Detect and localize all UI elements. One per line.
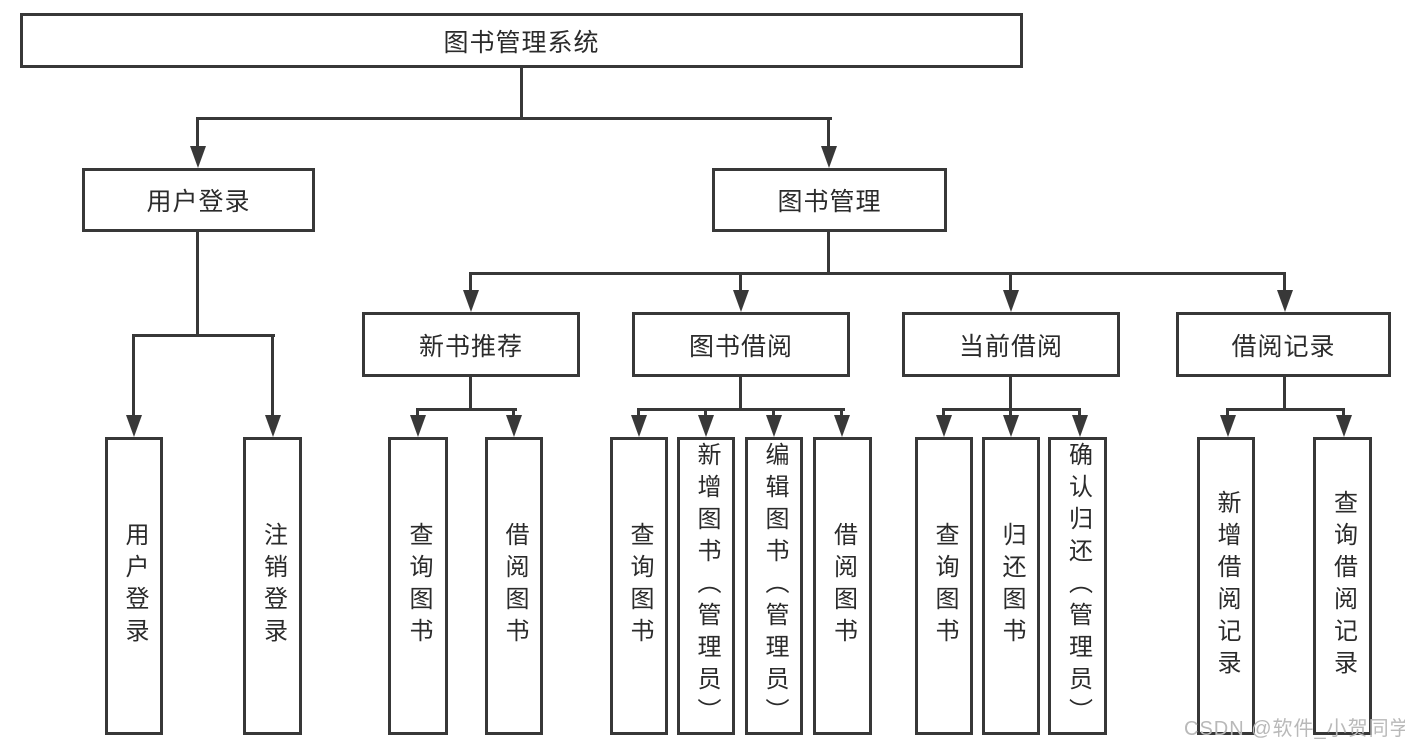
leaf-add-borrow-record: 新增借阅记录 <box>1197 437 1255 735</box>
leaf-query-books-current: 查询图书 <box>915 437 973 735</box>
connector-line <box>132 334 135 416</box>
connector-line <box>520 68 523 118</box>
node-user-login: 用户登录 <box>82 168 315 232</box>
node-library-system-label: 图书管理系统 <box>443 28 600 57</box>
node-borrowing-records-label: 借阅记录 <box>1231 332 1336 361</box>
connector-line <box>827 232 830 275</box>
leaf-borrow-books-borrow-label: 借阅图书 <box>829 522 857 650</box>
arrow-down-icon <box>631 415 647 437</box>
arrow-down-icon <box>821 146 837 168</box>
leaf-query-borrow-record-label: 查询借阅记录 <box>1329 490 1357 682</box>
connector-line <box>196 117 199 147</box>
connector-line <box>1283 272 1286 291</box>
node-current-borrowing-label: 当前借阅 <box>958 332 1063 361</box>
connector-line <box>1009 377 1012 410</box>
arrow-down-icon <box>410 415 426 437</box>
connector-line <box>1009 272 1012 291</box>
arrow-down-icon <box>463 290 479 312</box>
connector-line <box>637 408 845 411</box>
leaf-query-books-recommend: 查询图书 <box>388 437 448 735</box>
node-current-borrowing: 当前借阅 <box>902 312 1120 377</box>
connector-line <box>196 117 832 120</box>
connector-line <box>132 334 275 337</box>
arrow-down-icon <box>1277 290 1293 312</box>
connector-line <box>772 408 775 418</box>
arrow-down-icon <box>698 415 714 437</box>
leaf-user-login: 用户登录 <box>105 437 163 735</box>
leaf-logout-label: 注销登录 <box>259 522 287 650</box>
leaf-query-books-borrow-label: 查询图书 <box>626 522 653 650</box>
node-new-book-recommendation-label: 新书推荐 <box>418 332 523 361</box>
arrow-down-icon <box>733 290 749 312</box>
arrow-down-icon <box>126 415 142 437</box>
connector-line <box>840 408 843 418</box>
leaf-borrow-books-borrow: 借阅图书 <box>813 437 872 735</box>
arrow-down-icon <box>834 415 850 437</box>
connector-line <box>469 272 472 291</box>
leaf-add-book-admin: 新增图书（管理员） <box>677 437 735 735</box>
node-library-system: 图书管理系统 <box>20 13 1023 68</box>
connector-line <box>196 232 199 337</box>
connector-line <box>637 408 640 418</box>
connector-line <box>469 377 472 410</box>
arrow-down-icon <box>506 415 522 437</box>
leaf-edit-book-admin-label: 编辑图书（管理员） <box>761 442 788 730</box>
node-borrowing-records: 借阅记录 <box>1176 312 1391 377</box>
connector-line <box>739 272 742 291</box>
connector-line <box>1226 408 1345 411</box>
node-book-management: 图书管理 <box>712 168 947 232</box>
arrow-down-icon <box>1336 415 1352 437</box>
connector-line <box>512 408 515 418</box>
leaf-return-book-label: 归还图书 <box>998 522 1025 650</box>
connector-line <box>942 408 945 418</box>
leaf-query-borrow-record: 查询借阅记录 <box>1313 437 1372 735</box>
arrow-down-icon <box>265 415 281 437</box>
arrow-down-icon <box>1003 290 1019 312</box>
arrow-down-icon <box>1220 415 1236 437</box>
leaf-confirm-return-admin-label: 确认归还（管理员） <box>1064 442 1092 730</box>
leaf-add-borrow-record-label: 新增借阅记录 <box>1213 490 1240 682</box>
node-new-book-recommendation: 新书推荐 <box>362 312 580 377</box>
leaf-user-login-label: 用户登录 <box>121 522 148 650</box>
leaf-query-books-current-label: 查询图书 <box>931 522 958 650</box>
connector-line <box>1226 408 1229 418</box>
leaf-add-book-admin-label: 新增图书（管理员） <box>693 442 720 730</box>
leaf-borrow-books-recommend-label: 借阅图书 <box>501 522 528 650</box>
connector-line <box>1078 408 1081 418</box>
leaf-edit-book-admin: 编辑图书（管理员） <box>745 437 803 735</box>
connector-line <box>1009 408 1012 418</box>
node-book-borrowing: 图书借阅 <box>632 312 850 377</box>
watermark: CSDN @软件_小贺同学 <box>1184 718 1405 740</box>
node-user-login-label: 用户登录 <box>146 188 251 216</box>
node-book-management-label: 图书管理 <box>777 188 882 216</box>
connector-line <box>271 334 274 416</box>
connector-line <box>416 408 517 411</box>
connector-line <box>1283 377 1286 410</box>
connector-line <box>469 272 1286 275</box>
arrow-down-icon <box>1003 415 1019 437</box>
leaf-confirm-return-admin: 确认归还（管理员） <box>1048 437 1107 735</box>
connector-line <box>827 117 830 147</box>
arrow-down-icon <box>190 146 206 168</box>
arrow-down-icon <box>766 415 782 437</box>
leaf-return-book: 归还图书 <box>982 437 1040 735</box>
arrow-down-icon <box>936 415 952 437</box>
connector-line <box>1342 408 1345 418</box>
connector-line <box>739 377 742 410</box>
node-book-borrowing-label: 图书借阅 <box>688 332 793 361</box>
leaf-query-books-borrow: 查询图书 <box>610 437 668 735</box>
connector-line <box>704 408 707 418</box>
leaf-borrow-books-recommend: 借阅图书 <box>485 437 543 735</box>
leaf-query-books-recommend-label: 查询图书 <box>405 522 432 650</box>
leaf-logout: 注销登录 <box>243 437 302 735</box>
connector-line <box>416 408 419 418</box>
arrow-down-icon <box>1072 415 1088 437</box>
